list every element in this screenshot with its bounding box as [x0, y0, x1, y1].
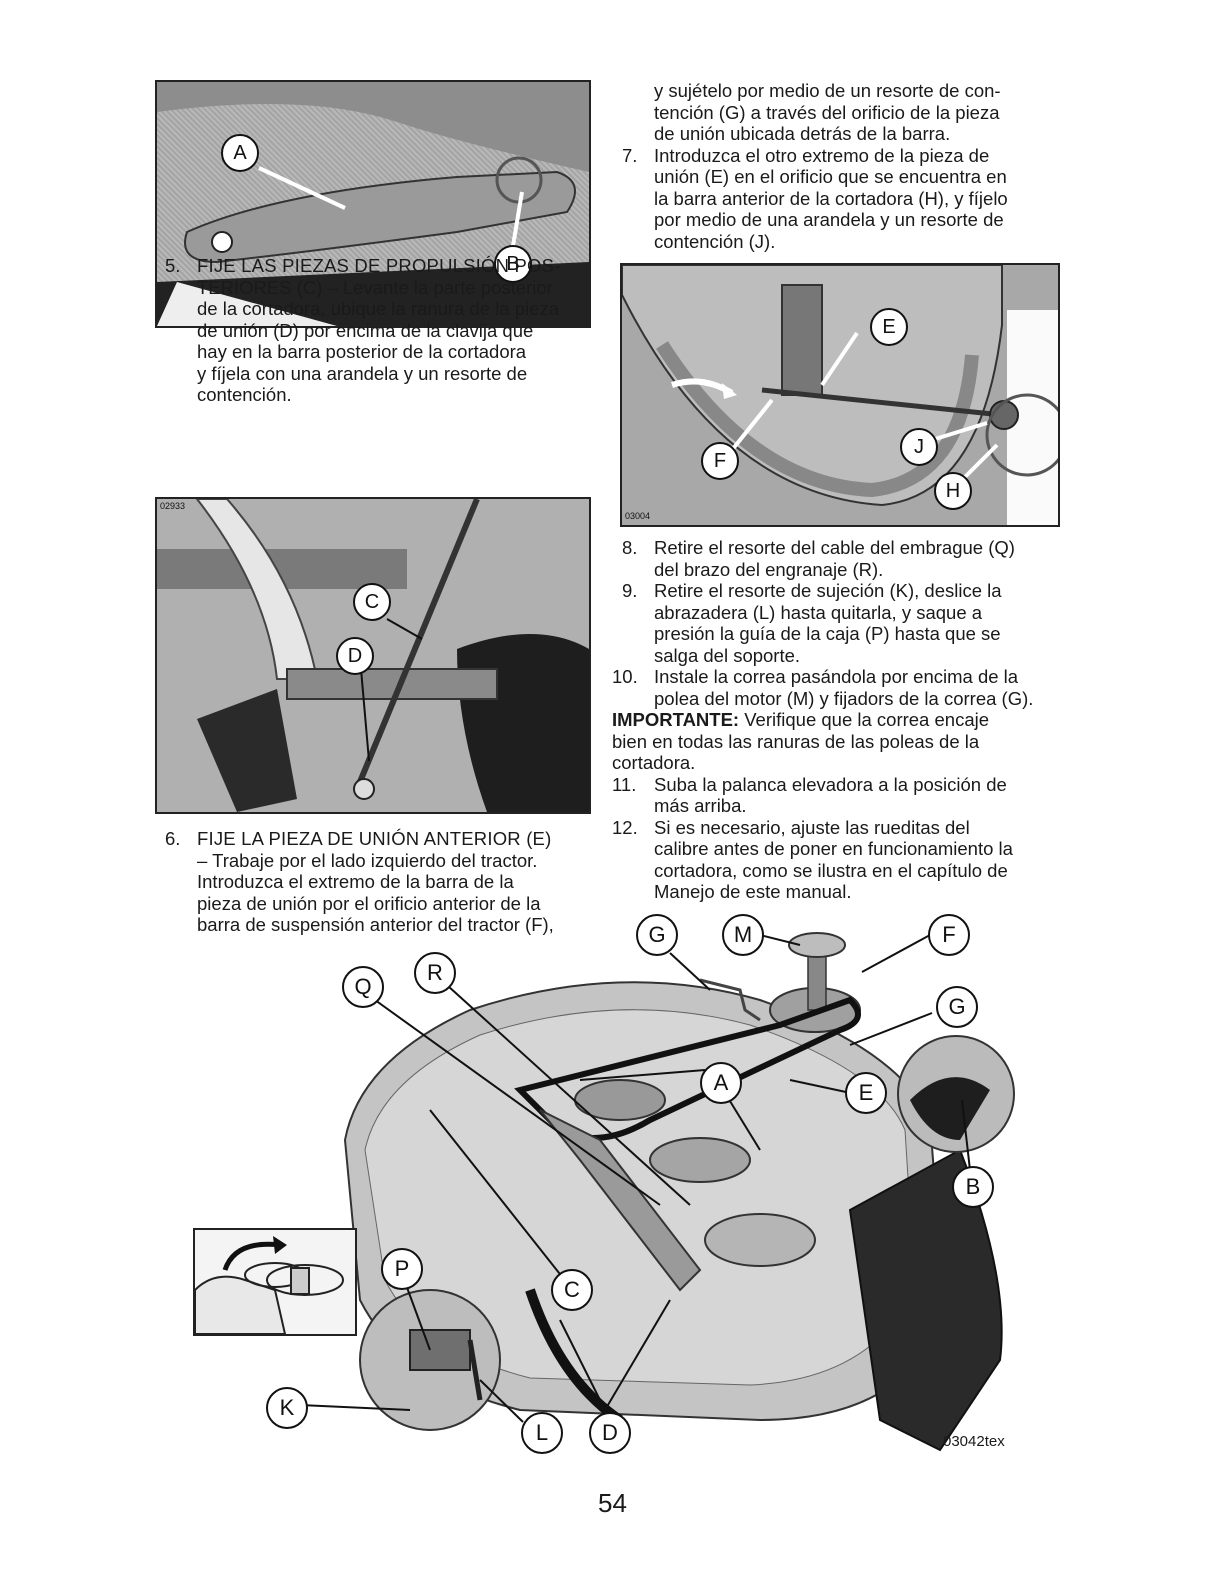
photo-code: 03004: [625, 511, 651, 521]
step-number: 10.: [612, 666, 638, 687]
callout-b-bottom: B: [952, 1166, 994, 1208]
step-line: Manejo de este manual.: [654, 881, 852, 902]
step-line: Introduzca el extremo de la barra de la: [197, 871, 514, 892]
callout-m: M: [722, 914, 764, 956]
step-line: Si es necesario, ajuste las rueditas del: [654, 816, 970, 838]
step-line: pieza de unión por el orificio anterior …: [197, 892, 541, 914]
step-8: 8. Retire el resorte del cable del embra…: [612, 537, 1062, 580]
step-line: de la cortadora, ubique la ranura de la …: [197, 298, 560, 319]
step-line: la barra anterior de la cortadora (H), y…: [654, 187, 1008, 209]
step-5: 5. FIJE LAS PIEZAS DE PROPULSIÓN POS- TE…: [155, 255, 595, 406]
left-column-lower: 6. FIJE LA PIEZA DE UNIÓN ANTERIOR (E) –…: [155, 828, 595, 936]
callout-j: J: [900, 428, 938, 466]
step-9: 9. Retire el resorte de sujeción (K), de…: [612, 580, 1062, 666]
figure-code: 03042tex: [943, 1433, 1005, 1450]
step-line: cortadora, como se ilustra en el capítul…: [654, 859, 1008, 881]
callout-e-bottom: E: [845, 1072, 887, 1114]
callout-g-right: G: [936, 986, 978, 1028]
callout-a-bottom: A: [700, 1062, 742, 1104]
callout-f-bottom: F: [928, 914, 970, 956]
step-line: unión (E) en el orificio que se encuentr…: [654, 166, 1007, 187]
callout-l: L: [521, 1412, 563, 1454]
left-column-upper: 5. FIJE LAS PIEZAS DE PROPULSIÓN POS- TE…: [155, 255, 595, 406]
retaining-spring-inset: [193, 1228, 357, 1336]
step-line: Retire el resorte de sujeción (K), desli…: [654, 580, 1002, 601]
step-6-continued: y sujételo por medio de un resorte de co…: [612, 80, 1062, 145]
step-7: 7. Introduzca el otro extremo de la piez…: [612, 145, 1062, 253]
page-number: 54: [598, 1488, 627, 1518]
photo-code: 02933: [160, 501, 186, 511]
step-line: Suba la palanca elevadora a la posición …: [654, 773, 1007, 795]
step-line: Introduzca el otro extremo de la pieza d…: [654, 144, 990, 166]
callout-k: K: [266, 1387, 308, 1429]
photo-front-link: 03004 E F J H: [620, 263, 1060, 527]
step-line: contención (J).: [654, 230, 776, 252]
callout-a: A: [221, 134, 259, 172]
callout-d-bottom: D: [589, 1412, 631, 1454]
step-line: por medio de una arandela y un resorte d…: [654, 209, 1004, 230]
step-line: presión la guía de la caja (P) hasta que…: [654, 623, 1001, 644]
photo-rear-drive: 02933 C D: [155, 497, 591, 814]
callout-p: P: [381, 1248, 423, 1290]
step-6: 6. FIJE LA PIEZA DE UNIÓN ANTERIOR (E) –…: [155, 828, 595, 936]
step-line: contención.: [197, 384, 292, 405]
step-heading: FIJE LAS PIEZAS DE PROPULSIÓN POS-: [197, 255, 561, 276]
callout-b: B: [494, 245, 532, 283]
step-number: 5.: [165, 255, 181, 276]
step-line: de unión ubicada detrás de la barra.: [654, 123, 951, 144]
step-number: 6.: [165, 828, 181, 849]
step-line: Retire el resorte del cable del embrague…: [654, 537, 1015, 558]
photo-rear-bar-drawing: [157, 82, 589, 326]
step-line: de unión (D) por encima de la clavija qu…: [197, 319, 534, 341]
step-line: y sujételo por medio de un resorte de co…: [654, 80, 1001, 101]
callout-q: Q: [342, 966, 384, 1008]
callout-d: D: [336, 637, 374, 675]
callout-c-bottom: C: [551, 1269, 593, 1311]
step-line: polea del motor (M) y fijadors de la cor…: [654, 687, 1034, 709]
callout-r: R: [414, 952, 456, 994]
important-line: cortadora.: [612, 752, 696, 773]
step-line: hay en la barra posterior de la cortador…: [197, 341, 527, 362]
callout-h: H: [934, 472, 972, 510]
step-line: del brazo del engranaje (R).: [654, 558, 884, 580]
retaining-spring-drawing: [194, 1236, 344, 1335]
step-11: 11. Suba la palanca elevadora a la posic…: [612, 774, 1062, 817]
photo-rear-bar: A B: [155, 80, 591, 328]
step-number: 12.: [612, 816, 638, 838]
step-number: 7.: [622, 144, 638, 166]
callout-g-top: G: [636, 914, 678, 956]
step-line: TERIORES (C) – Levante la parte posterio…: [197, 276, 553, 298]
important-note: IMPORTANTE: Verifique que la correa enca…: [612, 709, 1062, 774]
step-line: salga del soporte.: [654, 644, 801, 666]
step-number: 8.: [622, 537, 638, 558]
important-line: bien en todas las ranuras de las poleas …: [612, 730, 980, 752]
important-label: IMPORTANTE:: [612, 709, 740, 730]
step-line: y fíjela con una arandela y un resorte d…: [197, 362, 528, 384]
step-line: barra de suspensión anterior del tractor…: [197, 914, 554, 935]
step-line: tención (G) a través del orificio de la …: [654, 101, 1000, 123]
step-line: abrazadera (L) hasta quitarla, y saque a: [654, 601, 983, 623]
right-column-upper: y sujételo por medio de un resorte de co…: [612, 80, 1062, 252]
callout-e: E: [870, 308, 908, 346]
callout-f: F: [701, 442, 739, 480]
important-text: Verifique que la correa encaje: [739, 709, 990, 730]
step-line: Instale la correa pasándola por encima d…: [654, 666, 1019, 687]
step-12: 12. Si es necesario, ajuste las rueditas…: [612, 817, 1062, 903]
step-number: 11.: [612, 773, 637, 795]
step-line: – Trabaje por el lado izquierdo del trac…: [197, 849, 538, 871]
step-number: 9.: [622, 580, 638, 601]
step-line: más arriba.: [654, 795, 747, 816]
step-10: 10. Instale la correa pasándola por enci…: [612, 666, 1062, 709]
right-column-lower: 8. Retire el resorte del cable del embra…: [612, 537, 1062, 903]
step-line: calibre antes de poner en funcionamiento…: [654, 838, 1013, 859]
step-heading: FIJE LA PIEZA DE UNIÓN ANTERIOR (E): [197, 828, 552, 849]
callout-c: C: [353, 583, 391, 621]
